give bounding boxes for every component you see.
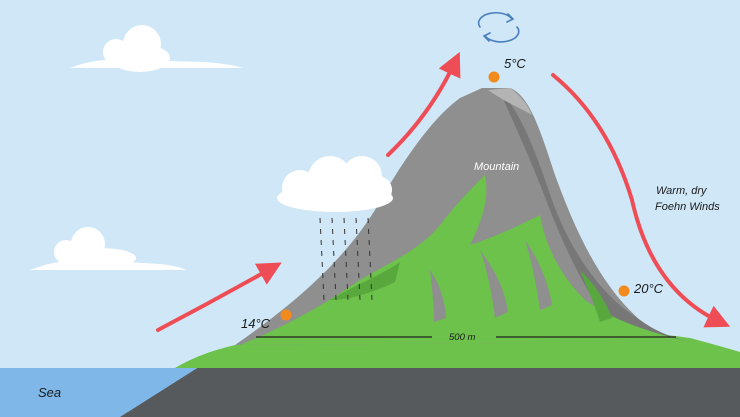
cycle-icon <box>477 11 520 43</box>
wind-label-line1: Warm, dry <box>656 185 708 197</box>
distance-label: 500 m <box>449 332 475 343</box>
peak-temp-dot <box>488 71 500 83</box>
ground <box>120 360 740 417</box>
cloud-icon <box>70 25 243 72</box>
windward-temp-label: 14°C <box>241 316 271 331</box>
peak-temp-label: 5°C <box>504 56 526 71</box>
windward-temp-dot <box>280 309 292 321</box>
rain-cloud-icon <box>277 156 393 212</box>
windward-arrow <box>156 262 282 332</box>
foehn-arrow <box>551 73 731 328</box>
rising-arrow <box>386 51 461 157</box>
cloud-icon <box>30 227 186 270</box>
mountain-label: Mountain <box>474 161 519 173</box>
leeward-temp-label: 20°C <box>633 281 664 296</box>
wind-label-line2: Foehn Winds <box>655 201 720 213</box>
sea-label: Sea <box>38 385 61 400</box>
rain-icon <box>319 217 373 301</box>
leeward-temp-dot <box>618 285 630 297</box>
